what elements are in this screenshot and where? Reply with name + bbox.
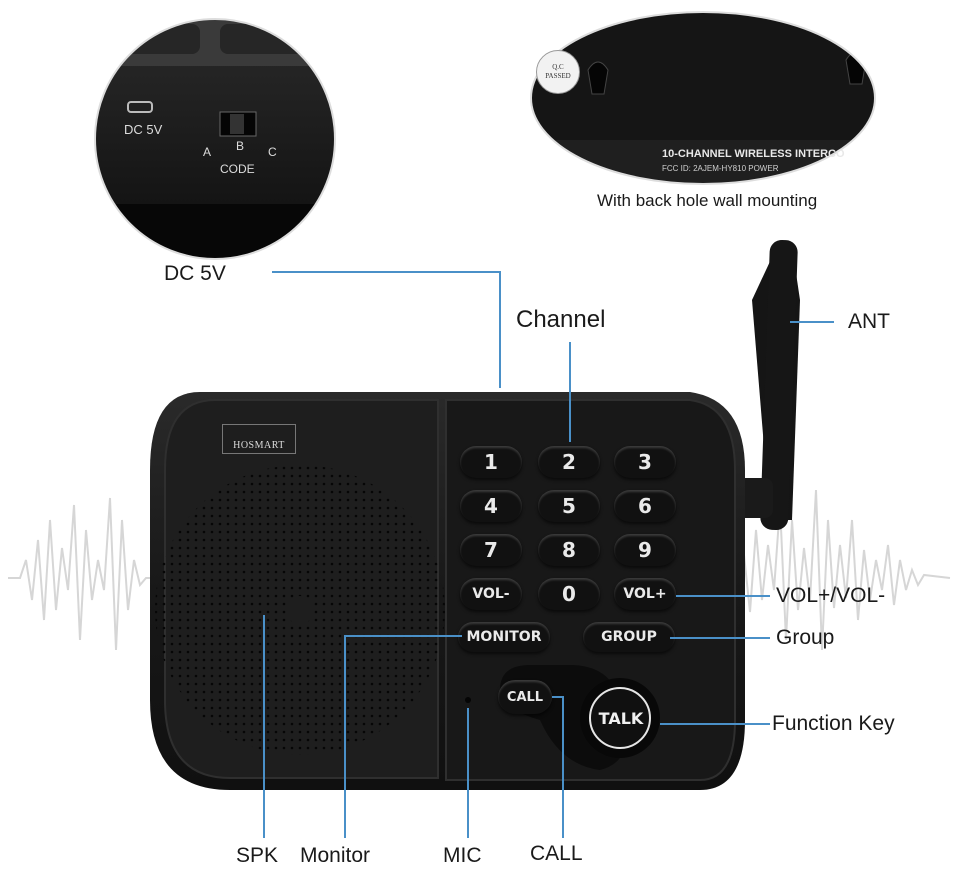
callout-line-monitor	[344, 635, 462, 838]
group-button[interactable]: GROUP	[583, 622, 675, 652]
back-label-line2: FCC ID: 2AJEM-HY810 POWER	[662, 164, 779, 173]
mic-hole	[465, 697, 471, 703]
callout-line-dc5v	[272, 271, 501, 388]
key-8[interactable]: 8	[538, 534, 600, 566]
callout-mic: MIC	[443, 844, 482, 867]
talk-button-ring	[589, 687, 651, 749]
key-4[interactable]: 4	[460, 490, 522, 522]
call-button[interactable]: CALL	[498, 680, 552, 714]
waveform-left	[8, 497, 160, 651]
callout-monitor: Monitor	[300, 844, 371, 867]
qc-passed-sticker: Q.C PASSED	[536, 50, 580, 94]
callout-group: Group	[776, 626, 835, 649]
key-6[interactable]: 6	[614, 490, 676, 522]
port-closeup-inset	[94, 18, 336, 260]
callout-function-key: Function Key	[772, 712, 895, 735]
usb-port-icon	[127, 101, 153, 113]
code-letter-a: A	[203, 145, 212, 159]
callout-dc5v: DC 5V	[164, 262, 226, 285]
back-label-line1: 10-CHANNEL WIRELESS INTERCO	[662, 148, 845, 160]
code-letter-c: C	[268, 145, 277, 159]
talk-button[interactable]: TALK	[598, 708, 644, 728]
callout-line-call	[552, 696, 564, 838]
vol-minus-button[interactable]: VOL-	[460, 578, 522, 610]
callout-ant: ANT	[848, 310, 890, 333]
callout-vol: VOL+/VOL-	[776, 584, 886, 607]
key-7[interactable]: 7	[460, 534, 522, 566]
code-label: CODE	[220, 162, 255, 176]
key-5[interactable]: 5	[538, 490, 600, 522]
back-caption: With back hole wall mounting	[597, 191, 818, 210]
callout-call: CALL	[530, 842, 583, 865]
brand-logo: HOSMART	[222, 424, 296, 454]
brand-text: HOSMART	[233, 440, 285, 451]
key-3[interactable]: 3	[614, 446, 676, 478]
qc-bottom-text: PASSED	[545, 72, 571, 80]
key-9[interactable]: 9	[614, 534, 676, 566]
port-label: DC 5V	[124, 122, 163, 137]
callout-channel: Channel	[516, 306, 606, 333]
key-2[interactable]: 2	[538, 446, 600, 478]
monitor-button[interactable]: MONITOR	[458, 622, 550, 652]
qc-top-text: Q.C	[552, 63, 564, 71]
back-panel-inset	[530, 11, 876, 185]
code-letter-b: B	[236, 139, 245, 153]
key-0[interactable]: 0	[538, 578, 600, 610]
key-1[interactable]: 1	[460, 446, 522, 478]
callout-spk: SPK	[236, 844, 279, 867]
waveform-right	[737, 489, 951, 651]
vol-plus-button[interactable]: VOL+	[614, 578, 676, 610]
